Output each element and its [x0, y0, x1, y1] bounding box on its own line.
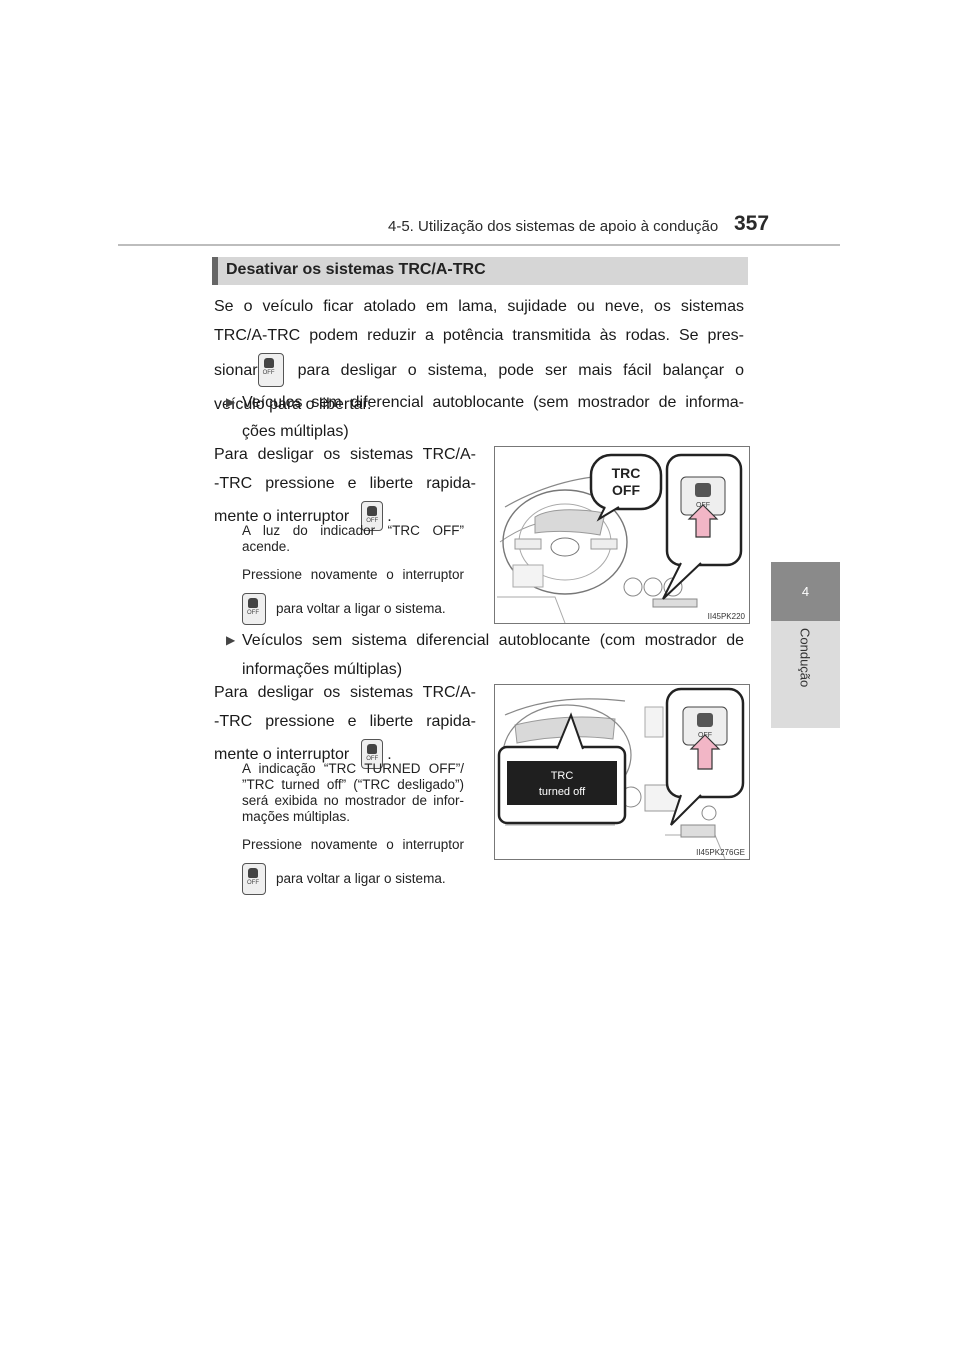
- chapter-tab-label: Condução: [797, 628, 813, 688]
- paragraph-line: .: [387, 507, 392, 525]
- block2-note1: A indicação “TRC TURNED OFF”/ ”TRC turne…: [242, 761, 464, 825]
- running-header: 4-5. Utilização dos sistemas de apoio à …: [388, 218, 719, 235]
- bullet-text: informações múltiplas): [242, 661, 403, 678]
- paragraph-line: mente o interruptor: [214, 745, 350, 763]
- intro-line: para desligar o sistema, pode ser mais f…: [297, 361, 744, 379]
- bullet-item-1: ▶ Veículos sem diferencial autoblocante (…: [226, 388, 744, 446]
- trc-off-switch-icon: OFF: [257, 353, 284, 387]
- paragraph-line: -TRC pressione e liberte rapida-: [214, 713, 476, 730]
- chapter-tab-number: 4: [771, 562, 840, 621]
- intro-paragraph: Se o veículo ficar atolado em lama, suji…: [214, 292, 744, 419]
- note-line: para voltar a ligar o sistema.: [276, 871, 446, 886]
- display-turned-off-text: turned off: [539, 786, 586, 798]
- paragraph-line: .: [387, 745, 392, 763]
- figure-code: II45PK220: [708, 612, 746, 621]
- bullet-text: ções múltiplas): [242, 423, 349, 440]
- press-arrow-icon: [687, 504, 719, 538]
- display-trc-text: TRC: [551, 770, 574, 782]
- intro-line: TRC/A-TRC podem reduzir a potência trans…: [214, 327, 744, 344]
- press-arrow-icon: [689, 734, 721, 770]
- bullet-text: Veículos sem diferencial autoblocante (s…: [242, 394, 744, 411]
- note-line: acende.: [242, 539, 291, 554]
- block2-paragraph: Para desligar os sistemas TRC/A- -TRC pr…: [214, 678, 476, 772]
- trc-off-switch-icon: OFF: [361, 501, 384, 531]
- bullet-arrow-icon: ▶: [226, 633, 236, 647]
- note-line: será exibida no mostrador de infor-: [242, 793, 464, 808]
- bullet-arrow-icon: ▶: [226, 395, 236, 409]
- callout-off-text: OFF: [612, 482, 640, 498]
- callout-trc-text: TRC: [612, 465, 641, 481]
- section-heading-bar: Desativar os sistemas TRC/A-TRC: [212, 257, 748, 285]
- note-line: mações múltiplas.: [242, 809, 351, 824]
- intro-line: Se o veículo ficar atolado em lama, suji…: [214, 298, 744, 315]
- intro-line: veículo para o libertar.: [214, 396, 372, 413]
- bullet-item-2: ▶ Veículos sem sistema diferencial autobl…: [226, 626, 744, 684]
- header-rule: [118, 244, 840, 246]
- figure-code: II45PK276GE: [696, 848, 745, 857]
- note-line: A indicação “TRC TURNED OFF”/: [242, 761, 464, 776]
- page-number: 357: [734, 212, 770, 235]
- figure-dashboard-trc-turned-off: TRC turned off OFF II45PK276GE: [494, 684, 750, 860]
- note-line: A luz do indicador “TRC OFF”: [242, 523, 464, 538]
- trc-off-switch-icon: OFF: [242, 593, 266, 625]
- paragraph-line: Para desligar os sistemas TRC/A-: [214, 684, 476, 701]
- trc-off-switch-icon: OFF: [361, 739, 384, 769]
- bullet-text: Veículos sem sistema diferencial autoblo…: [242, 632, 744, 649]
- note-line: para voltar a ligar o sistema.: [276, 601, 446, 616]
- block1-paragraph: Para desligar os sistemas TRC/A- -TRC pr…: [214, 440, 476, 534]
- trc-off-switch-icon: OFF: [242, 863, 266, 895]
- section-heading: Desativar os sistemas TRC/A-TRC: [226, 261, 486, 278]
- figure-dashboard-trc-off: TRC OFF OFF II45PK220: [494, 446, 750, 624]
- dashboard-illustration: TRC turned off OFF II45PK276GE: [497, 687, 745, 859]
- note-line: Pressione novamente o interruptor: [242, 837, 464, 852]
- intro-line: sionar: [214, 361, 258, 379]
- note-line: Pressione novamente o interruptor: [242, 567, 464, 582]
- block2-note2: Pressione novamente o interruptor OFF pa…: [242, 837, 464, 895]
- paragraph-line: Para desligar os sistemas TRC/A-: [214, 446, 476, 463]
- block1-note2: Pressione novamente o interruptor OFF pa…: [242, 567, 464, 625]
- paragraph-line: mente o interruptor: [214, 507, 350, 525]
- section-heading-accent: [212, 257, 218, 285]
- note-line: ”TRC turned off” (“TRC desligado”): [242, 777, 464, 792]
- paragraph-line: -TRC pressione e liberte rapida-: [214, 475, 476, 492]
- dashboard-illustration: TRC OFF OFF II45PK220: [497, 453, 746, 623]
- block1-note1: A luz do indicador “TRC OFF” acende.: [242, 523, 464, 555]
- chapter-tab-bg: [771, 621, 840, 728]
